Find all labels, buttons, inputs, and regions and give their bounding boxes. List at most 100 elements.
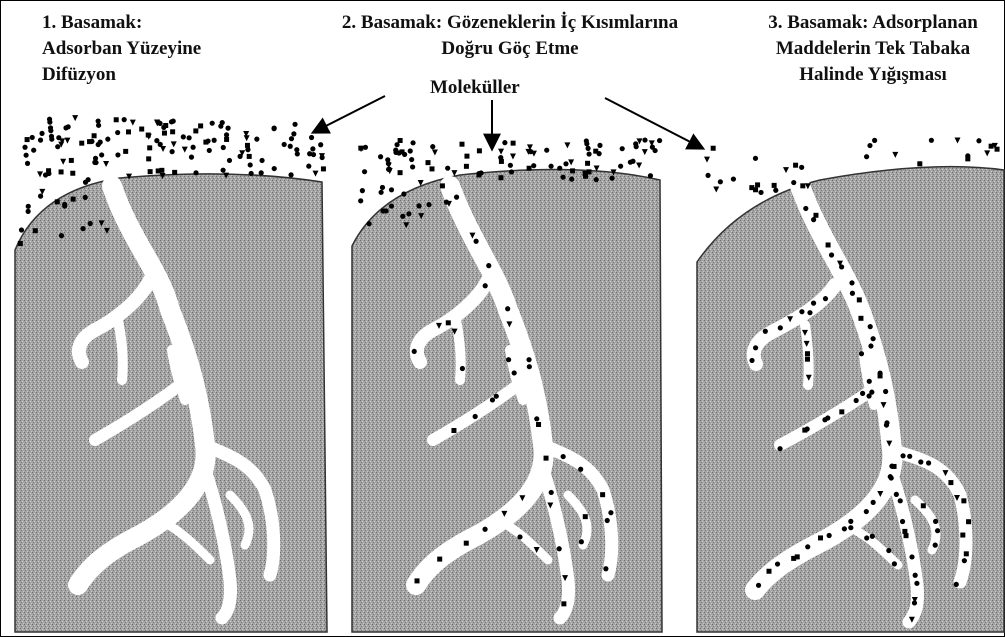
molecule-dot: [964, 551, 969, 556]
molecule-dot: [259, 158, 264, 163]
molecule-dot: [799, 309, 804, 314]
molecule-dot: [139, 127, 144, 132]
molecule-dot: [603, 566, 608, 571]
molecule-dot: [160, 146, 166, 152]
molecule-dot: [568, 159, 574, 165]
molecule-dot: [634, 144, 639, 149]
molecule-dot: [56, 135, 61, 140]
molecule-dot: [511, 141, 516, 146]
molecule-dot: [478, 170, 483, 175]
molecule-dot: [79, 141, 84, 146]
molecule-dot: [870, 534, 875, 539]
molecule-dot: [490, 397, 495, 402]
molecule-dot: [767, 569, 772, 574]
molecule-dot: [731, 176, 736, 181]
molecule-dot: [868, 324, 873, 329]
molecule-dot: [187, 135, 192, 140]
molecule-dot: [560, 175, 565, 180]
molecule-dot: [47, 120, 52, 125]
molecule-dot: [803, 206, 808, 211]
molecule-dot: [33, 228, 38, 233]
molecule-dot: [636, 162, 642, 168]
molecule-dot: [306, 164, 311, 169]
molecule-dot: [381, 208, 386, 213]
molecule-dot: [502, 140, 507, 145]
molecule-dot: [605, 518, 610, 523]
molecule-dot: [18, 241, 23, 246]
molecule-dot: [212, 138, 217, 143]
molecule-dot: [534, 416, 539, 421]
molecule-dot: [282, 142, 287, 147]
molecule-dot: [756, 583, 761, 588]
molecule-dot: [805, 357, 810, 362]
molecule-dot: [811, 301, 816, 306]
molecule-dot: [59, 169, 64, 174]
molecule-dot: [505, 306, 510, 311]
molecule-dot: [409, 157, 414, 162]
molecule-dot: [182, 147, 188, 153]
molecule-dot: [823, 296, 828, 301]
molecule-dot: [544, 148, 549, 153]
molecule-dot: [154, 138, 159, 143]
molecule-dot: [362, 169, 367, 174]
molecule-dot: [221, 145, 226, 150]
molecule-dot: [122, 117, 127, 122]
molecule-dot: [498, 175, 503, 180]
molecule-dot: [778, 325, 783, 330]
molecule-dot: [72, 115, 78, 121]
molecule-dot: [933, 519, 938, 524]
molecule-dot: [39, 131, 44, 136]
molecule-dot: [83, 195, 88, 200]
molecule-dot: [224, 132, 229, 137]
molecule-dot: [288, 172, 293, 177]
step-1-line-1: 1. Basamak:: [42, 10, 201, 36]
molecule-dot: [755, 182, 760, 187]
molecule-dot: [389, 187, 394, 192]
molecule-dot: [860, 391, 865, 396]
molecule-dot: [848, 525, 853, 530]
molecule-dot: [313, 171, 319, 177]
molecule-dot: [528, 149, 533, 154]
molecule-dot: [115, 152, 120, 157]
molecule-dot: [549, 490, 554, 495]
molecule-dot: [415, 578, 420, 583]
molecule-dot: [763, 329, 768, 334]
molecule-dot: [272, 166, 277, 171]
molecule-dot: [400, 214, 405, 219]
step-1-label: 1. Basamak: Adsorban Yüzeyine Difüzyon: [42, 10, 201, 88]
molecule-dot: [408, 148, 413, 153]
molecule-dot: [976, 138, 981, 143]
molecule-dot: [650, 145, 655, 150]
molecule-dot: [800, 183, 805, 188]
molecule-dot: [412, 349, 417, 354]
molecule-dot: [170, 149, 175, 154]
molecule-dot: [307, 151, 312, 156]
molecule-dot: [609, 176, 614, 181]
molecule-dot: [593, 149, 598, 154]
molecule-dot: [498, 149, 504, 155]
molecule-dot: [454, 195, 459, 200]
molecule-dot: [309, 135, 314, 140]
step-1-line-2: Adsorban Yüzeyine: [42, 36, 201, 62]
molecule-dot: [430, 144, 435, 149]
molecule-dot: [892, 561, 897, 566]
molecule-dot: [648, 173, 653, 178]
molecule-dot: [148, 169, 153, 174]
molecule-dot: [170, 129, 175, 134]
molecule-dot: [389, 203, 394, 208]
molecule-dot: [894, 492, 899, 497]
molecule-dot: [310, 146, 315, 151]
molecule-dot: [872, 138, 877, 143]
molecule-dot: [289, 136, 294, 141]
molecule-dot: [248, 162, 253, 167]
molecule-dot: [594, 177, 599, 182]
molecule-dot: [224, 137, 229, 142]
molecule-dot: [628, 160, 633, 165]
molecule-dot: [86, 177, 91, 182]
molecule-dot: [839, 409, 844, 414]
molecule-dot: [406, 211, 411, 216]
molecule-dot: [561, 454, 566, 459]
molecule-dot: [913, 573, 918, 578]
molecule-dot: [291, 131, 296, 136]
molecule-dot: [259, 170, 264, 175]
